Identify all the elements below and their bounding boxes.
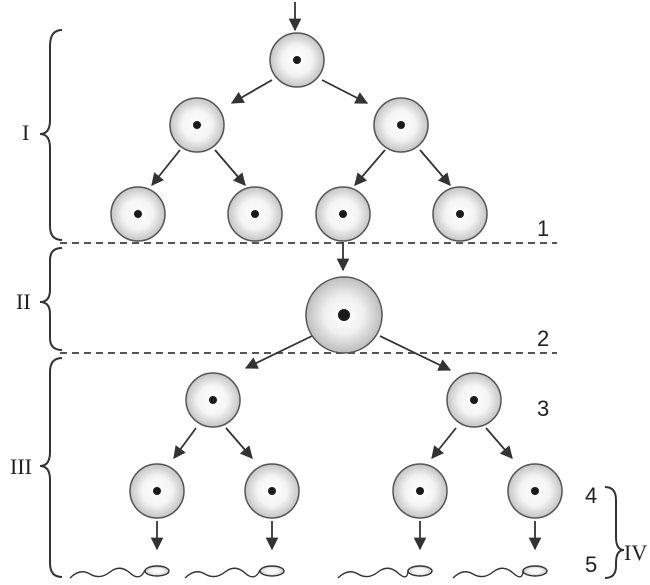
arrow-big-4a bbox=[244, 335, 313, 369]
arrow-4a-5a bbox=[173, 427, 197, 460]
number-label-2: 2 bbox=[537, 326, 549, 351]
sperm-tail bbox=[337, 567, 409, 579]
number-label-5: 5 bbox=[585, 552, 597, 577]
nucleus bbox=[268, 487, 276, 495]
arrows bbox=[150, 2, 542, 551]
nucleus bbox=[338, 309, 350, 321]
cell bbox=[432, 186, 488, 242]
sperm-cell bbox=[184, 565, 285, 579]
stage-label-III: III bbox=[10, 454, 32, 479]
separators bbox=[60, 242, 557, 354]
sperm-tail bbox=[184, 567, 261, 579]
number-label-4: 4 bbox=[585, 483, 597, 508]
cell bbox=[185, 372, 241, 428]
nucleus bbox=[153, 487, 161, 495]
arrow-2b-3c bbox=[354, 149, 386, 186]
cell bbox=[315, 186, 371, 242]
brace-stage-IV bbox=[604, 486, 625, 579]
stage-braces bbox=[39, 29, 625, 579]
nucleus bbox=[470, 396, 478, 404]
arrow-1-2b bbox=[321, 79, 369, 104]
nucleus bbox=[293, 56, 301, 64]
nucleus bbox=[531, 487, 539, 495]
brace-stage-III bbox=[39, 357, 63, 578]
cell bbox=[169, 97, 225, 153]
sperm-head bbox=[259, 565, 285, 577]
sperm-tail bbox=[69, 567, 146, 579]
sperm-cells bbox=[69, 565, 548, 579]
stage-label-I: I bbox=[22, 120, 29, 145]
sperm-cell bbox=[452, 565, 548, 579]
cell bbox=[373, 97, 429, 153]
cell-large bbox=[305, 276, 383, 354]
cell bbox=[269, 32, 325, 88]
nucleus bbox=[339, 210, 347, 218]
nucleus bbox=[134, 210, 142, 218]
cell bbox=[227, 186, 283, 242]
sperm-head bbox=[522, 565, 548, 577]
arrow-4b-5d bbox=[485, 427, 513, 459]
cell bbox=[110, 186, 166, 242]
cell bbox=[129, 463, 185, 519]
nucleus bbox=[456, 210, 464, 218]
number-labels: 1 2 3 4 5 bbox=[537, 216, 597, 577]
nucleus bbox=[416, 487, 424, 495]
sperm-cell bbox=[337, 565, 433, 579]
arrow-4b-5c bbox=[431, 427, 457, 459]
sperm-head bbox=[144, 565, 170, 577]
cell bbox=[446, 372, 502, 428]
arrow-big-4b bbox=[379, 335, 452, 371]
cell bbox=[507, 463, 563, 519]
brace-stage-II bbox=[39, 247, 63, 351]
nucleus bbox=[397, 121, 405, 129]
nucleus bbox=[251, 210, 259, 218]
cell bbox=[392, 463, 448, 519]
stage-label-IV: IV bbox=[624, 540, 647, 565]
arrow-4a-5b bbox=[225, 427, 253, 459]
number-label-1: 1 bbox=[537, 216, 549, 241]
nucleus bbox=[193, 121, 201, 129]
cell bbox=[244, 463, 300, 519]
arrow-2a-3b bbox=[214, 149, 246, 186]
stage-label-II: II bbox=[16, 289, 31, 314]
sperm-cell bbox=[69, 565, 170, 579]
number-label-3: 3 bbox=[537, 396, 549, 421]
brace-stage-I bbox=[39, 29, 63, 241]
arrow-2a-3a bbox=[151, 149, 181, 186]
sperm-tail bbox=[452, 567, 524, 579]
arrow-2b-3d bbox=[419, 149, 451, 186]
cells bbox=[110, 32, 563, 519]
arrow-1-2a bbox=[230, 79, 273, 104]
nucleus bbox=[209, 396, 217, 404]
sperm-head bbox=[407, 565, 433, 577]
stage-labels: I II III IV bbox=[10, 120, 647, 565]
